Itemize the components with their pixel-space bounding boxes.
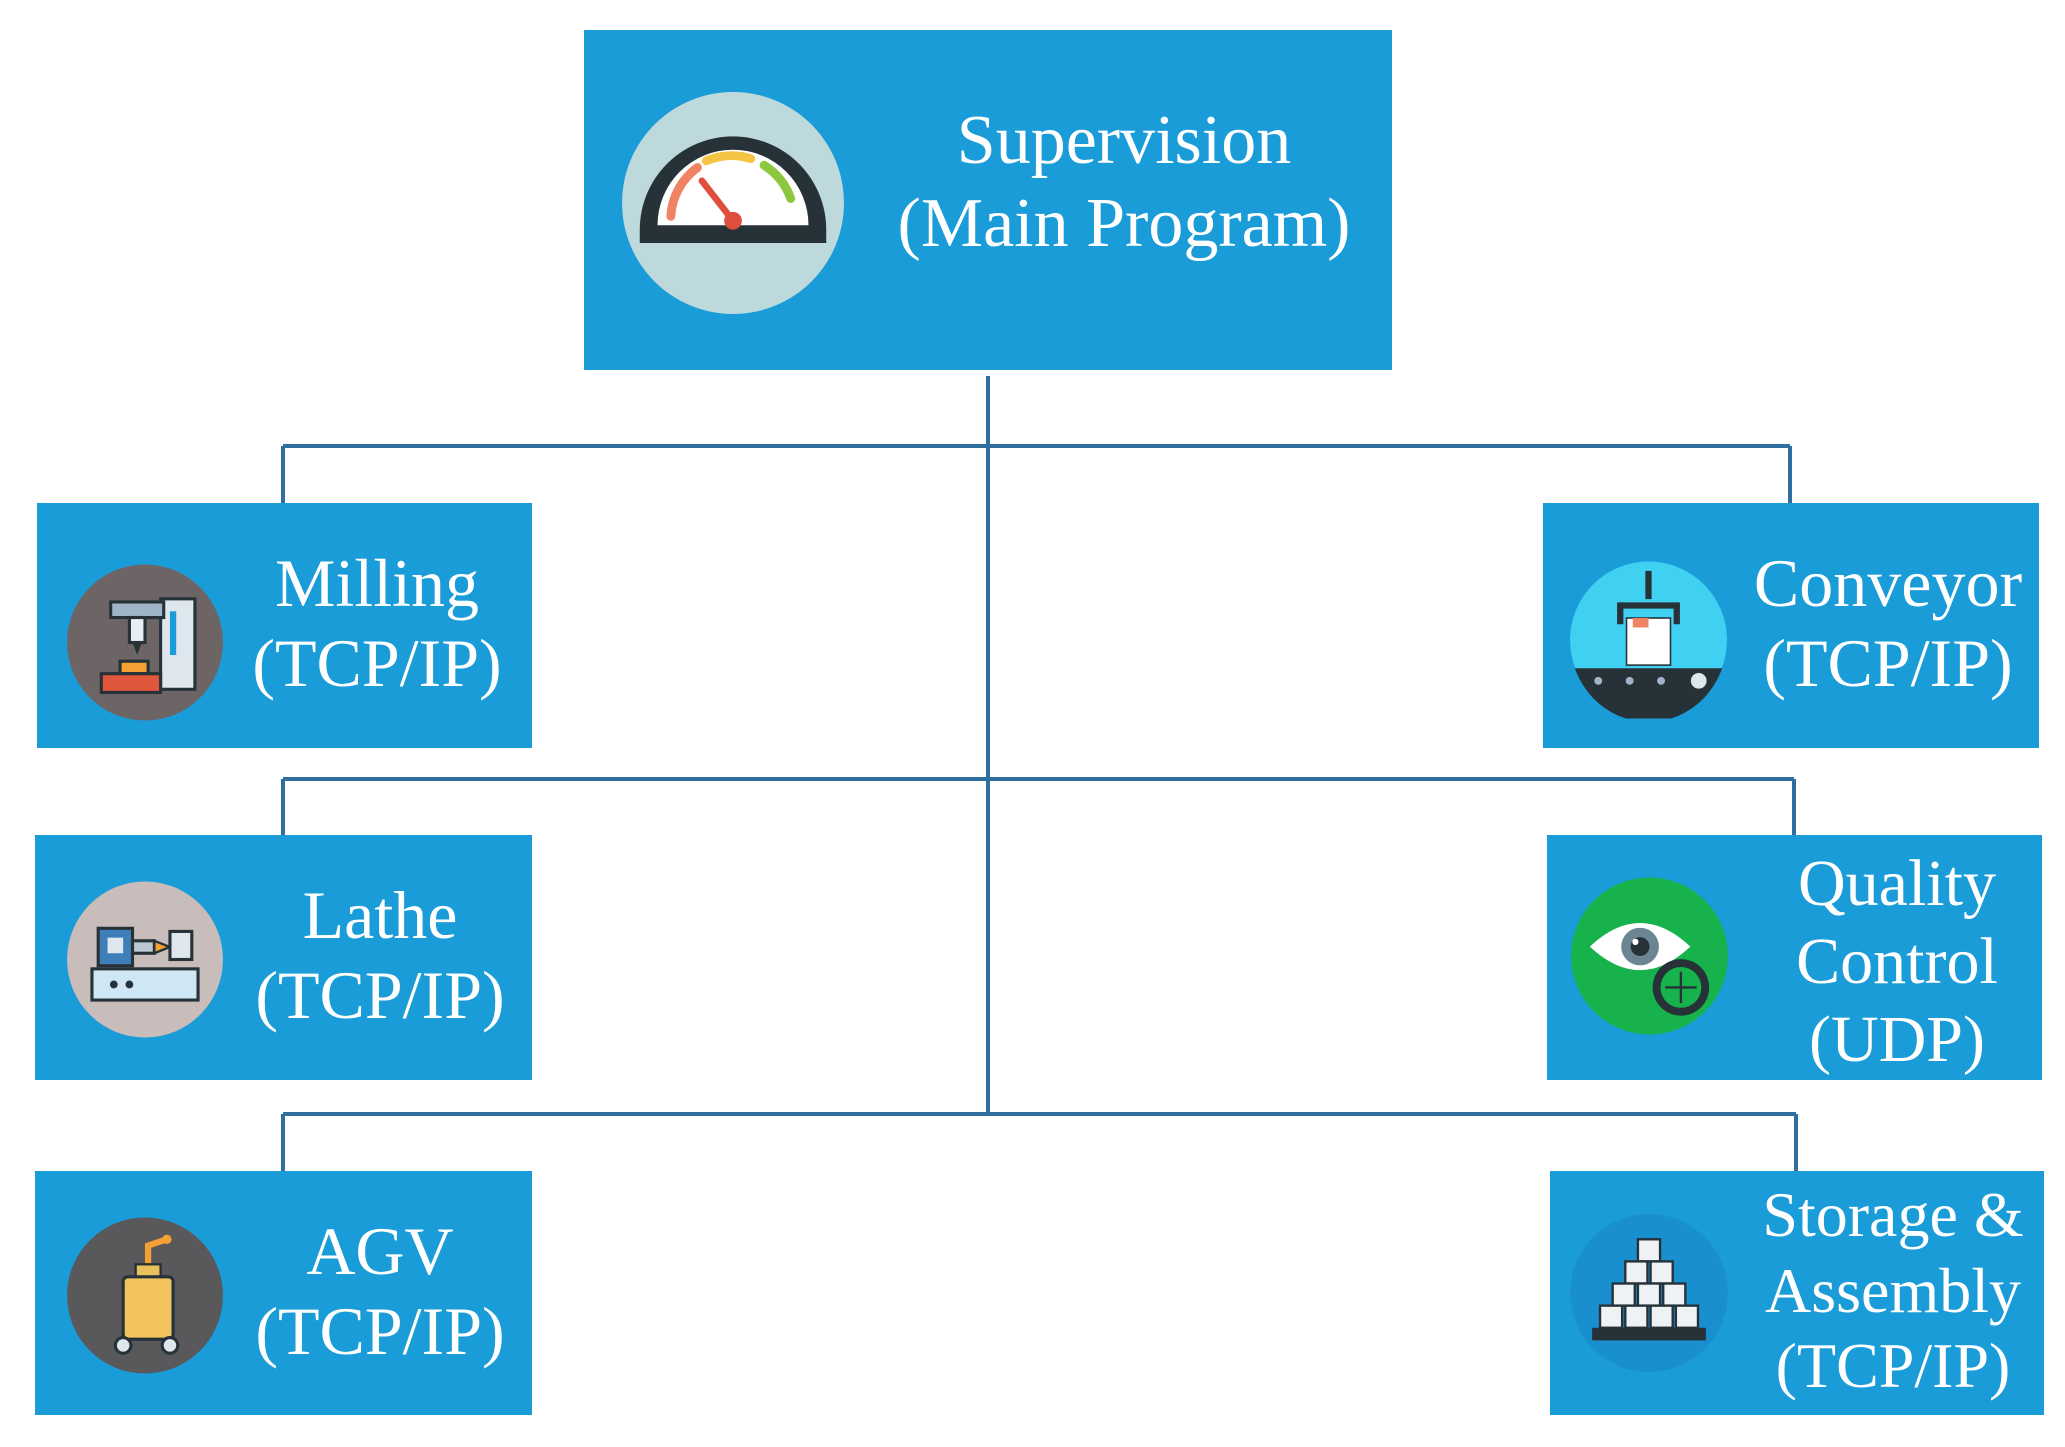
conveyor-gripper-icon (1570, 558, 1727, 722)
storage-assembly-node: Storage & Assembly (TCP/IP) (1550, 1171, 2044, 1415)
milling-machine-icon (67, 561, 223, 724)
conveyor-node: Conveyor (TCP/IP) (1543, 503, 2039, 748)
agv-protocol: (TCP/IP) (255, 1293, 505, 1370)
storage-assembly-title-1: Storage & (1762, 1179, 2024, 1250)
lathe-machine-icon (67, 878, 223, 1041)
milling-protocol: (TCP/IP) (252, 625, 502, 702)
quality-control-node: Quality Control (UDP) (1547, 835, 2042, 1080)
supervision-title: Supervision (956, 102, 1292, 179)
milling-label: Milling (TCP/IP) (232, 543, 522, 703)
agv-label: AGV (TCP/IP) (235, 1211, 525, 1371)
milling-title: Milling (274, 545, 480, 621)
quality-control-protocol: (UDP) (1809, 1002, 1985, 1076)
supervision-label: Supervision (Main Program) (834, 100, 1414, 265)
agv-robot-icon (67, 1214, 223, 1377)
milling-node: Milling (TCP/IP) (37, 503, 532, 748)
conveyor-protocol: (TCP/IP) (1763, 625, 2013, 702)
lathe-protocol: (TCP/IP) (255, 957, 505, 1034)
conveyor-title: Conveyor (1753, 545, 2023, 621)
lathe-node: Lathe (TCP/IP) (35, 835, 532, 1080)
storage-assembly-label: Storage & Assembly (TCP/IP) (1728, 1177, 2058, 1404)
quality-control-title-2: Control (1796, 924, 1998, 998)
storage-assembly-protocol: (TCP/IP) (1775, 1330, 2011, 1402)
agv-node: AGV (TCP/IP) (35, 1171, 532, 1415)
conveyor-label: Conveyor (TCP/IP) (1723, 543, 2053, 703)
agv-title: AGV (306, 1213, 454, 1289)
gauge-icon (622, 87, 844, 319)
supervision-node: Supervision (Main Program) (584, 30, 1392, 370)
lathe-title: Lathe (302, 877, 458, 953)
quality-control-label: Quality Control (UDP) (1747, 845, 2047, 1079)
supervision-subtitle: (Main Program) (897, 184, 1351, 262)
eye-inspection-icon (1571, 874, 1728, 1038)
quality-control-title-1: Quality (1798, 847, 1996, 920)
stacked-boxes-icon (1570, 1211, 1728, 1375)
storage-assembly-title-2: Assembly (1765, 1254, 2021, 1326)
lathe-label: Lathe (TCP/IP) (235, 875, 525, 1035)
